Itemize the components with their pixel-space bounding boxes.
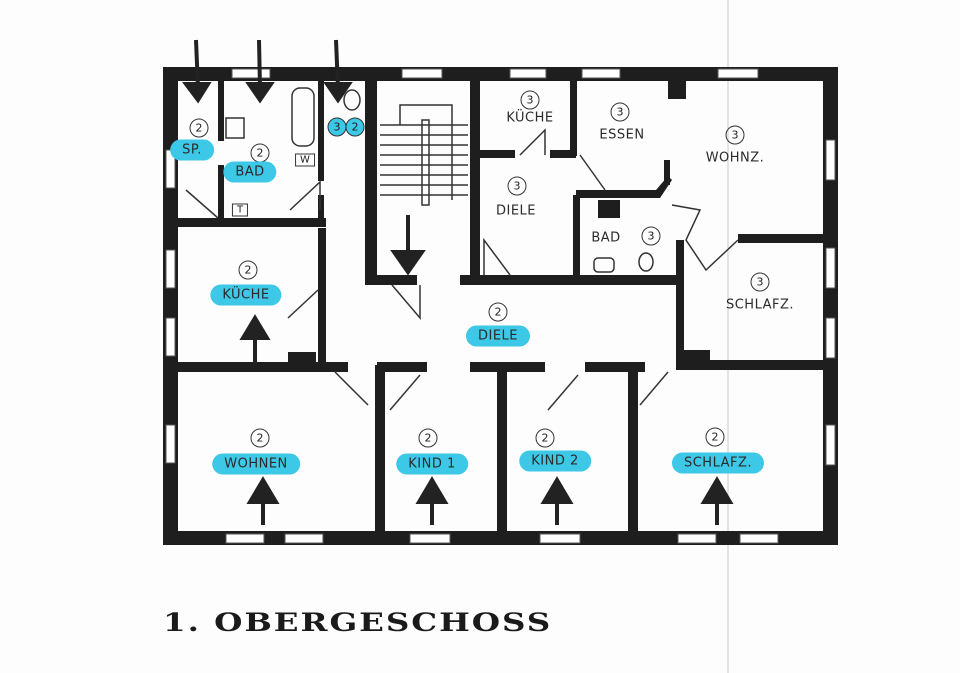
room-kind1-label: KIND 1: [396, 453, 468, 475]
room-wc-number-a: 3: [327, 117, 347, 137]
room-kueche3-label: KÜCHE: [506, 110, 554, 126]
room-schlafz3-number: 3: [750, 272, 770, 292]
arrow-down-icon: [323, 82, 353, 104]
arrow-up-icon: [540, 476, 574, 504]
stairs-and-fixtures: [185, 87, 739, 411]
room-kind1-number: 2: [418, 428, 438, 448]
arrows: [182, 39, 734, 525]
room-schlafz2-number: 2: [705, 427, 725, 447]
room-diele3-label: DIELE: [495, 203, 537, 219]
room-kind2-number: 2: [535, 428, 555, 448]
room-kueche2-label: KÜCHE: [210, 284, 282, 306]
dryer-fixture: T: [231, 203, 249, 217]
room-diele2-label: DIELE: [465, 325, 531, 347]
windows: [165, 68, 836, 544]
arrow-up-icon: [239, 314, 271, 340]
arrow-down-icon: [182, 82, 212, 104]
room-kueche3-number: 3: [520, 90, 540, 110]
arrow-down-icon: [390, 250, 426, 276]
room-wc-number-b: 2: [345, 117, 365, 137]
room-wohnen2-number: 2: [250, 428, 270, 448]
room-diele3-number: 3: [507, 176, 527, 196]
room-essen3-number: 3: [610, 102, 630, 122]
washer-fixture: W: [295, 153, 315, 167]
room-sp2-label: SP.: [170, 139, 214, 161]
arrow-down-icon: [245, 82, 275, 104]
room-diele2-number: 2: [488, 302, 508, 322]
arrow-up-icon: [246, 476, 280, 504]
arrow-up-icon: [415, 476, 449, 504]
room-bad2-label: BAD: [223, 161, 277, 183]
room-essen3-label: ESSEN: [599, 127, 645, 143]
room-wohnen2-label: WOHNEN: [212, 453, 300, 475]
room-kind2-label: KIND 2: [519, 450, 591, 472]
room-wohnz3-label: WOHNZ.: [705, 150, 765, 166]
room-schlafz3-label: SCHLAFZ.: [725, 297, 795, 313]
room-schlafz2-label: SCHLAFZ.: [671, 452, 765, 474]
room-bad3-label: BAD: [591, 230, 621, 246]
floor-title: 1. OBERGESCHOSS: [163, 608, 553, 637]
room-sp2-number: 2: [189, 118, 209, 138]
arrow-up-icon: [700, 476, 734, 504]
room-kueche2-number: 2: [238, 260, 258, 280]
room-bad3-number: 3: [641, 226, 661, 246]
room-wohnz3-number: 3: [725, 125, 745, 145]
room-bad2-number: 2: [250, 143, 270, 163]
